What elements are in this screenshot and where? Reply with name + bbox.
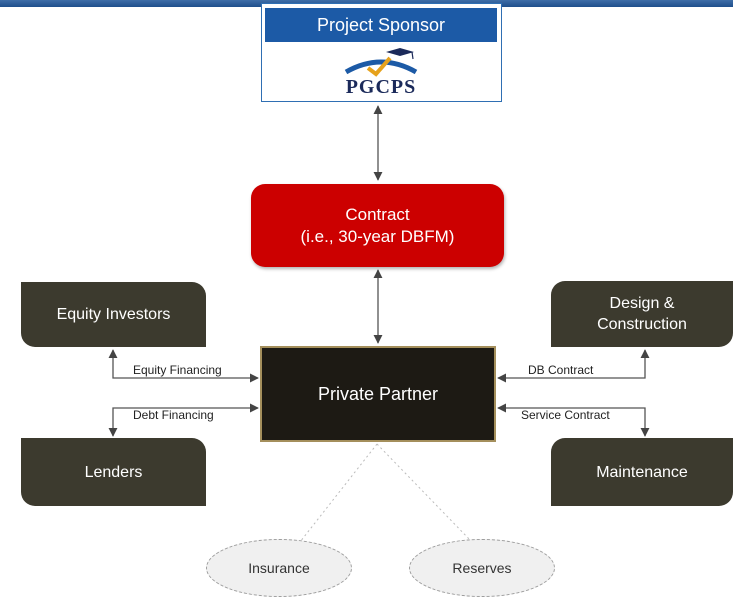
insurance-label: Insurance — [248, 560, 310, 576]
contract-title: Contract — [345, 204, 410, 224]
reserves-dotted-link — [376, 443, 473, 543]
service-contract-label: Service Contract — [521, 408, 610, 422]
equity-investors-label: Equity Investors — [56, 306, 171, 323]
contract-box: Contract (i.e., 30-year DBFM) — [251, 184, 504, 267]
debt-financing-arrow — [108, 403, 259, 437]
reserves-ellipse: Reserves — [409, 539, 555, 597]
maintenance-label: Maintenance — [596, 463, 688, 481]
project-sponsor-title: Project Sponsor — [265, 8, 497, 42]
design-construction-box: Design & Construction — [551, 281, 733, 347]
equity-financing-label: Equity Financing — [133, 363, 222, 377]
equity-investors-box: Equity Investors — [21, 282, 206, 347]
contract-subtitle: (i.e., 30-year DBFM) — [300, 226, 455, 246]
db-contract-label: DB Contract — [528, 363, 594, 377]
insurance-ellipse: Insurance — [206, 539, 352, 597]
equity-financing-arrow — [108, 349, 259, 383]
db-contract-arrow — [497, 349, 650, 383]
pgcps-logo-text: PGCPS — [345, 76, 417, 98]
private-partner-box: Private Partner — [260, 346, 496, 442]
debt-financing-label: Debt Financing — [133, 408, 214, 422]
insurance-dotted-link — [299, 443, 378, 543]
graduation-cap-icon — [344, 48, 418, 77]
private-partner-label: Private Partner — [317, 383, 439, 404]
reserves-label: Reserves — [452, 560, 512, 576]
lenders-box: Lenders — [21, 438, 206, 506]
design-label-line2: Construction — [597, 316, 687, 333]
service-contract-arrow — [497, 403, 650, 437]
pgcps-logo: PGCPS — [338, 46, 424, 98]
lenders-label: Lenders — [84, 463, 143, 481]
maintenance-box: Maintenance — [551, 438, 733, 506]
design-label-line1: Design & — [609, 295, 675, 312]
project-sponsor-box: Project Sponsor PGCPS — [261, 3, 502, 102]
